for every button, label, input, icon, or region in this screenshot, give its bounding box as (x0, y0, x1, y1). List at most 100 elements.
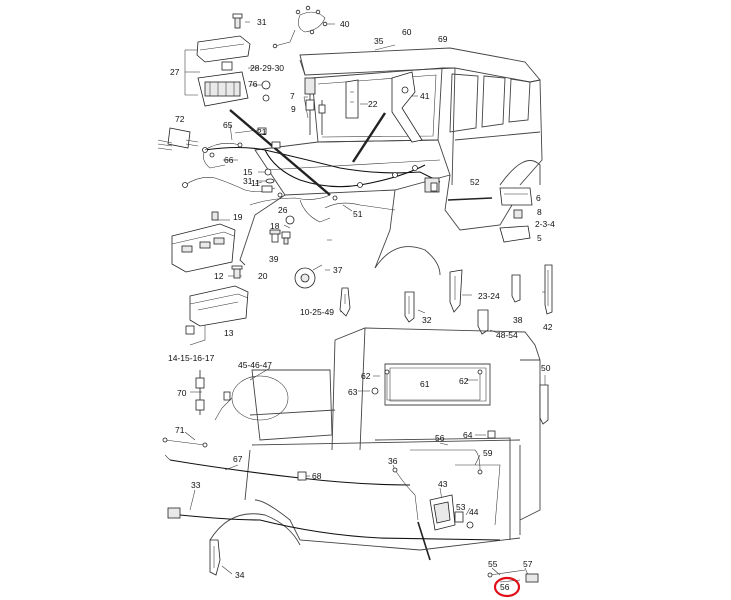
part-48-54 (477, 309, 489, 335)
callout: 76 (248, 79, 258, 89)
part-7 (304, 77, 316, 135)
screw-part-31-top (232, 13, 243, 29)
callout: 40 (340, 19, 350, 29)
callout: 62 (459, 376, 469, 386)
relay-part-76 (261, 80, 271, 102)
part-21 (257, 127, 281, 149)
horn-37 (294, 264, 323, 289)
callout: 63 (348, 387, 358, 397)
fuse-box-12 (171, 223, 236, 273)
callout: 15 (243, 167, 253, 177)
callout-labels: 31 40 35 60 69 27 28-29-30 76 7 22 41 72… (168, 17, 555, 592)
harness-45-46-47 (214, 375, 289, 421)
part-15-31-11 (261, 168, 275, 193)
callout: 56 (435, 433, 445, 443)
callout: 28-29-30 (250, 63, 284, 73)
connector-72 (157, 127, 199, 151)
highlight-ring (493, 576, 521, 598)
callout: 18 (270, 221, 280, 231)
callout: 69 (438, 34, 448, 44)
callout: 12 (214, 271, 224, 281)
part-14-15-16-17 (185, 325, 195, 335)
callout: 20 (258, 271, 268, 281)
callout: 22 (368, 99, 378, 109)
callout: 7 (290, 91, 295, 101)
callout: 14-15-16-17 (168, 353, 215, 363)
part-8 (513, 209, 523, 219)
part-39 (269, 229, 281, 243)
lamp-part-6 (499, 187, 533, 206)
callout: 34 (235, 570, 245, 580)
callout: 10-25-49 (300, 307, 334, 317)
callout: 26 (278, 205, 288, 215)
leader-lines (184, 21, 548, 576)
part-26 (285, 215, 295, 225)
part-22 (345, 79, 359, 119)
callout: 61 (420, 379, 430, 389)
callout: 13 (224, 328, 234, 338)
callout: 35 (374, 36, 384, 46)
part-57 (525, 573, 539, 583)
part-63 (371, 387, 379, 395)
callout: 31 (257, 17, 267, 27)
front-vehicle-body (239, 47, 543, 276)
callout: 39 (269, 254, 279, 264)
callout: 6 (536, 193, 541, 203)
part-42 (544, 264, 553, 315)
callout: 36 (388, 456, 398, 466)
callout: 48-54 (496, 330, 518, 340)
part-10-25-49 (339, 287, 351, 317)
callout: 5 (537, 233, 542, 243)
callout: 11 (251, 178, 260, 188)
callout: 52 (470, 177, 480, 187)
callout: 70 (177, 388, 187, 398)
part-43 (429, 494, 456, 531)
callout: 9 (291, 104, 296, 114)
callout: 68 (312, 471, 322, 481)
callout: 38 (513, 315, 523, 325)
part-70 (195, 370, 205, 415)
callout: 45-46-47 (238, 360, 272, 370)
part-34 (209, 539, 221, 576)
callout: 67 (233, 454, 243, 464)
callout: 64 (463, 430, 473, 440)
fuse-part-28 (221, 61, 233, 71)
part-18 (281, 231, 291, 245)
callout: 56 (500, 582, 510, 592)
harness-65 (204, 142, 243, 158)
callout: 72 (175, 114, 185, 124)
part-20 (231, 265, 243, 279)
callout: 57 (523, 559, 533, 569)
callout: 50 (541, 363, 551, 373)
front-wiring-harness (182, 146, 441, 223)
callout: 19 (233, 212, 243, 222)
part-23-24 (449, 269, 463, 313)
part-53 (454, 511, 464, 523)
callout: 62 (361, 371, 371, 381)
callout: 42 (543, 322, 553, 332)
callout: 65 (223, 120, 233, 130)
callout: 23-24 (478, 291, 500, 301)
callout: 71 (175, 425, 185, 435)
callout: 32 (422, 315, 432, 325)
part-71 (162, 437, 208, 448)
part-9 (318, 100, 326, 135)
fuse-box-cover (196, 35, 251, 63)
wiper-motor-41 (391, 71, 423, 143)
callout: 2-3-4 (535, 219, 555, 229)
part-32 (404, 291, 415, 323)
fuse-box-13 (189, 285, 249, 327)
part-68 (297, 471, 307, 481)
lamp-part-5 (499, 225, 531, 243)
callout: 66 (224, 155, 234, 165)
part-19 (211, 211, 219, 221)
callout: 37 (333, 265, 343, 275)
callout: 27 (170, 67, 180, 77)
callout: 51 (353, 209, 363, 219)
callout: 8 (537, 207, 542, 217)
callout: 43 (438, 479, 448, 489)
callout: 59 (483, 448, 493, 458)
callout: 44 (469, 507, 479, 517)
part-44 (466, 521, 474, 529)
